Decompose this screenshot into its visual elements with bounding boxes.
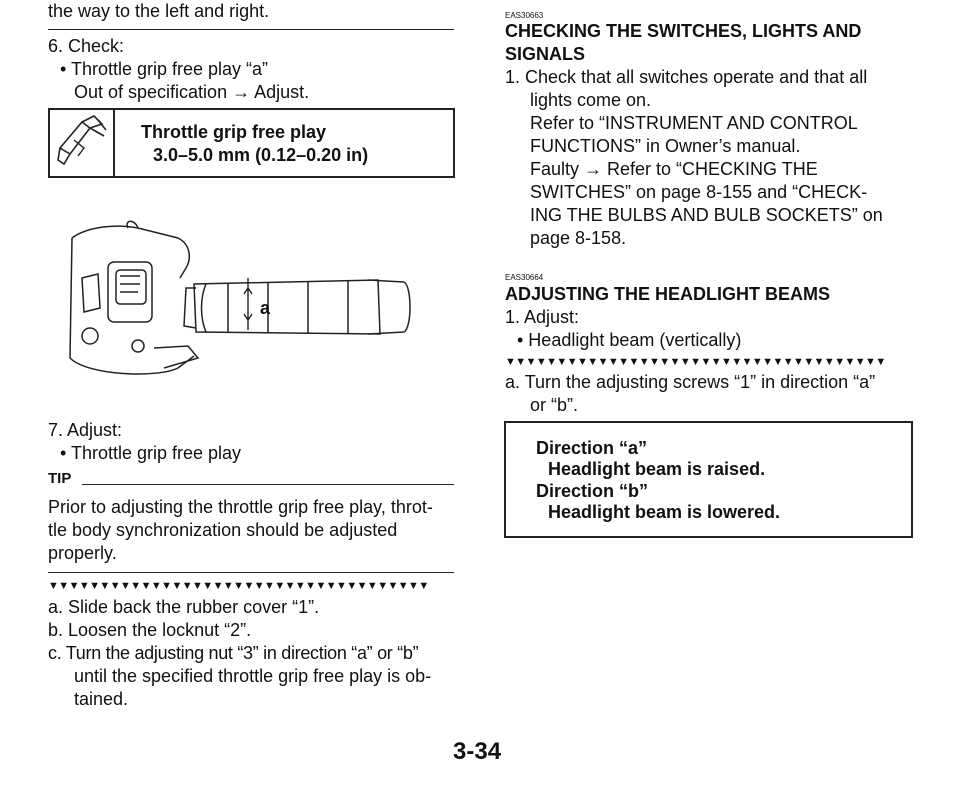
step7-bullet: • Throttle grip free play [60,443,242,463]
check-line-2: lights come on. [530,90,652,110]
spec-box: Throttle grip free play 3.0–5.0 mm (0.12… [48,108,455,178]
check-line-8: page 8-158. [530,228,627,248]
tip-rule [82,484,454,485]
step6-sub: Out of specification → Adjust. [74,82,310,102]
direction-a-text: Headlight beam is raised. [548,459,766,479]
check-line-3: Refer to “INSTRUMENT AND CONTROL [530,113,858,133]
tip-label: TIP [48,470,72,487]
spec-title: Throttle grip free play [141,122,327,142]
step-c-line-2: until the specified throttle grip free p… [74,666,432,686]
throttle-grip-figure: a [69,220,411,375]
direction-b-label: Direction “b” [536,481,649,501]
heading-switches: CHECKING THE SWITCHES, LIGHTS AND [505,21,862,41]
direction-a-label: Direction “a” [536,438,648,458]
tip-line-2: tle body synchronization should be adjus… [48,520,398,540]
step-b: b. Loosen the locknut “2”. [48,620,252,640]
heading-switches-line-2: SIGNALS [505,44,586,64]
adjust-bullet: • Headlight beam (vertically) [517,330,742,350]
heading-headlight: ADJUSTING THE HEADLIGHT BEAMS [505,284,831,304]
tip-line-3: properly. [48,543,117,563]
direction-box: Direction “a” Headlight beam is raised. … [504,421,913,538]
divider [48,29,454,30]
tip-end-rule [48,572,454,573]
tip-line-1: Prior to adjusting the throttle grip fre… [48,497,433,517]
check-line-5: Faulty → Refer to “CHECKING THE [530,159,818,179]
check-line-7: ING THE BULBS AND BULB SOCKETS” on [530,205,883,225]
section-code-1: EAS30663 [505,11,544,20]
headlight-step-a-line-2: or “b”. [530,395,579,415]
step-c-line-3: tained. [74,689,129,709]
page-number: 3-34 [453,738,502,765]
section-code-2: EAS30664 [505,273,544,282]
check-line-4: FUNCTIONS” in Owner’s manual. [530,136,801,156]
triangle-row: ▼▼▼▼▼▼▼▼▼▼▼▼▼▼▼▼▼▼▼▼▼▼▼▼▼▼▼▼▼▼▼▼▼▼▼▼▼ [48,580,429,592]
step6-bullet: • Throttle grip free play “a” [60,59,269,79]
figure-label-a: a [260,298,271,318]
step7-label: 7. Adjust: [48,420,123,440]
intro-line: the way to the left and right. [48,1,270,21]
headlight-step-a: a. Turn the adjusting screws “1” in dire… [505,372,876,392]
spec-value: 3.0–5.0 mm (0.12–0.20 in) [153,145,369,165]
step-c: c. Turn the adjusting nut “3” in directi… [48,643,419,663]
adjust-label: 1. Adjust: [505,307,580,327]
step-a: a. Slide back the rubber cover “1”. [48,597,320,617]
spec-box-divider [113,110,115,176]
check-line-6: SWITCHES” on page 8-155 and “CHECK- [530,182,868,202]
check-line-1: 1. Check that all switches operate and t… [505,67,868,87]
direction-b-text: Headlight beam is lowered. [548,502,781,522]
triangle-row-right: ▼▼▼▼▼▼▼▼▼▼▼▼▼▼▼▼▼▼▼▼▼▼▼▼▼▼▼▼▼▼▼▼▼▼▼▼▼ [505,356,886,368]
step6-label: 6. Check: [48,36,125,56]
caliper-icon [57,115,107,166]
